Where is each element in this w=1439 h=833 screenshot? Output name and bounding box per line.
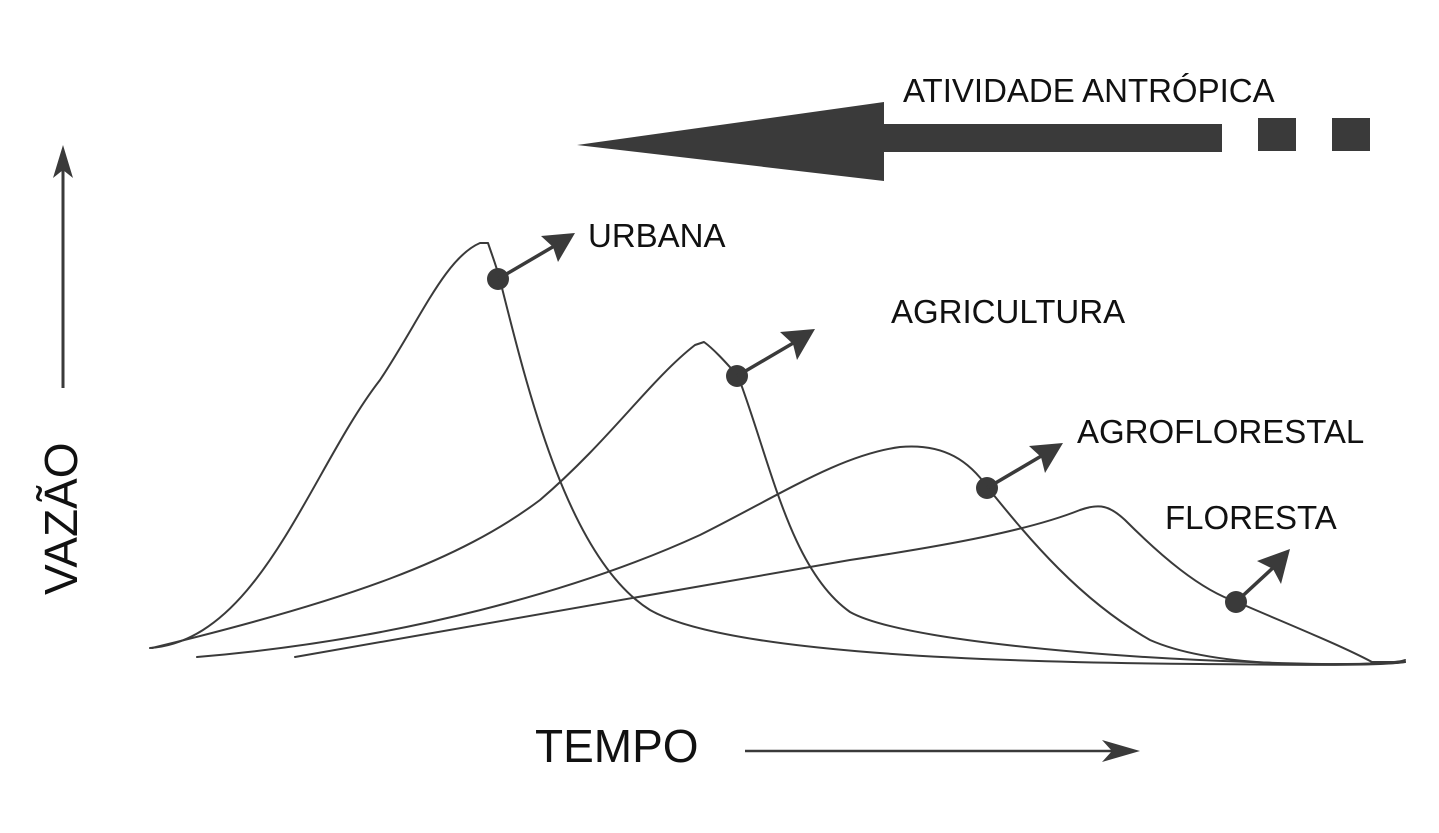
x-axis-arrowhead: [1102, 740, 1140, 762]
marker-agroflorestal-arrowhead: [1029, 443, 1063, 473]
y-axis-label: VAZÃO: [35, 442, 87, 595]
curve-urbana: [149, 242, 1406, 666]
hydrograph-curves: [149, 242, 1406, 666]
curve-agricultura: [151, 341, 1406, 666]
curve-label-agricultura: AGRICULTURA: [891, 293, 1125, 330]
marker-agricultura-arrow-line: [736, 340, 796, 378]
marker-urbana: [487, 233, 575, 290]
marker-agroflorestal-arrow-line: [986, 453, 1044, 490]
curve-label-floresta: FLORESTA: [1165, 499, 1337, 536]
marker-urbana-arrow-line: [497, 243, 557, 281]
y-axis-arrowhead: [53, 145, 73, 178]
curve-floresta: [294, 505, 1406, 663]
y-axis: [53, 145, 73, 388]
marker-floresta: [1225, 549, 1290, 613]
marker-agricultura: [726, 329, 815, 387]
x-axis: [745, 740, 1140, 762]
marker-floresta-arrowhead: [1257, 549, 1290, 584]
anthropic-arrow-shape: [577, 102, 1222, 181]
curve-agroflorestal: [196, 445, 1406, 666]
marker-agroflorestal: [976, 443, 1063, 499]
x-axis-label: TEMPO: [535, 720, 699, 772]
marker-urbana-arrowhead: [541, 233, 575, 262]
curve-label-urbana: URBANA: [588, 217, 726, 254]
curve-label-agroflorestal: AGROFLORESTAL: [1077, 413, 1364, 450]
marker-floresta-arrow-line: [1234, 564, 1277, 604]
anthropic-activity-arrow: [577, 102, 1370, 181]
anthropic-activity-label: ATIVIDADE ANTRÓPICA: [903, 72, 1275, 109]
marker-agricultura-arrowhead: [780, 329, 815, 360]
anthropic-arrow-dash-2: [1332, 118, 1370, 151]
anthropic-arrow-dash-1: [1258, 118, 1296, 151]
